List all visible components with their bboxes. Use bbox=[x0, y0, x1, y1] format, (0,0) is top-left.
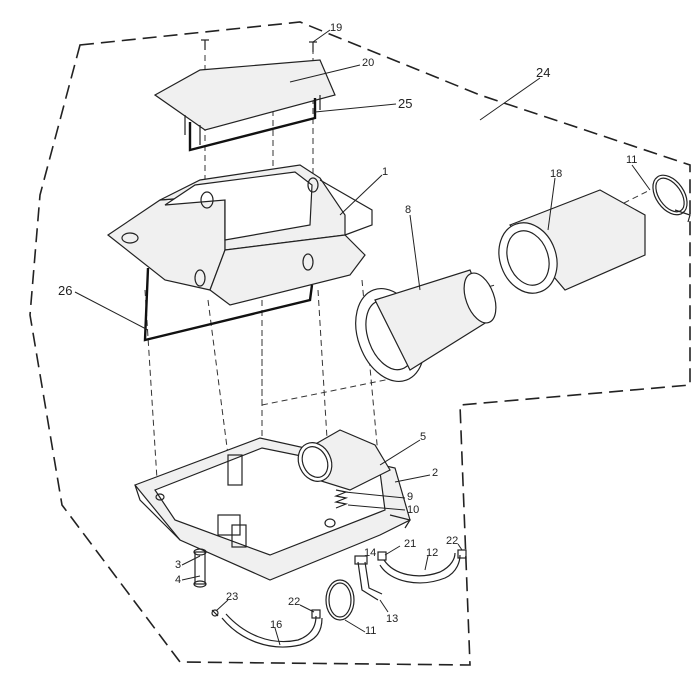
label-12: 12 bbox=[426, 547, 438, 559]
label-21: 21 bbox=[404, 538, 416, 550]
clamp-22-bottom-part bbox=[311, 609, 321, 619]
label-16: 16 bbox=[270, 619, 282, 631]
inlet-tube-5-part bbox=[297, 429, 391, 491]
label-26: 26 bbox=[58, 283, 72, 298]
cover-plate-20-part bbox=[153, 59, 336, 145]
leader-lines bbox=[74, 29, 651, 646]
screw-23-part bbox=[211, 609, 219, 617]
label-5: 5 bbox=[420, 431, 426, 443]
hose-16-part bbox=[221, 617, 323, 648]
label-8: 8 bbox=[405, 204, 411, 216]
label-13: 13 bbox=[386, 613, 398, 625]
label-3: 3 bbox=[175, 559, 181, 571]
label-23: 23 bbox=[226, 591, 238, 603]
label-20: 20 bbox=[362, 57, 374, 69]
hose-12-13-14-part bbox=[354, 549, 467, 601]
upper-housing-1-part bbox=[106, 164, 373, 306]
drain-tube-3-4-part bbox=[193, 548, 207, 588]
filter-element-8-part bbox=[355, 269, 497, 383]
label-4: 4 bbox=[175, 574, 181, 586]
label-18: 18 bbox=[550, 168, 562, 180]
pre-filter-18-part bbox=[498, 189, 646, 294]
label-19: 19 bbox=[330, 22, 342, 34]
callout-labels: 19 20 24 25 1 11 18 8 26 5 2 9 10 22 21 … bbox=[58, 22, 637, 637]
label-24: 24 bbox=[536, 65, 550, 80]
assembly-boundary bbox=[29, 21, 691, 666]
seal-26-part bbox=[143, 267, 314, 342]
label-11-top: 11 bbox=[626, 154, 637, 166]
label-14: 14 bbox=[364, 547, 376, 559]
label-25: 25 bbox=[398, 96, 412, 111]
label-10: 10 bbox=[407, 504, 419, 516]
label-1: 1 bbox=[382, 166, 388, 178]
label-2: 2 bbox=[432, 467, 438, 479]
label-22-top: 22 bbox=[446, 535, 458, 547]
label-9: 9 bbox=[407, 491, 413, 503]
gasket-25-part bbox=[188, 98, 317, 152]
clamp-11-top-part bbox=[652, 174, 691, 223]
clamp-11-bottom-part bbox=[325, 579, 355, 621]
label-11-bottom: 11 bbox=[365, 625, 376, 637]
label-22-bottom: 22 bbox=[288, 596, 300, 608]
